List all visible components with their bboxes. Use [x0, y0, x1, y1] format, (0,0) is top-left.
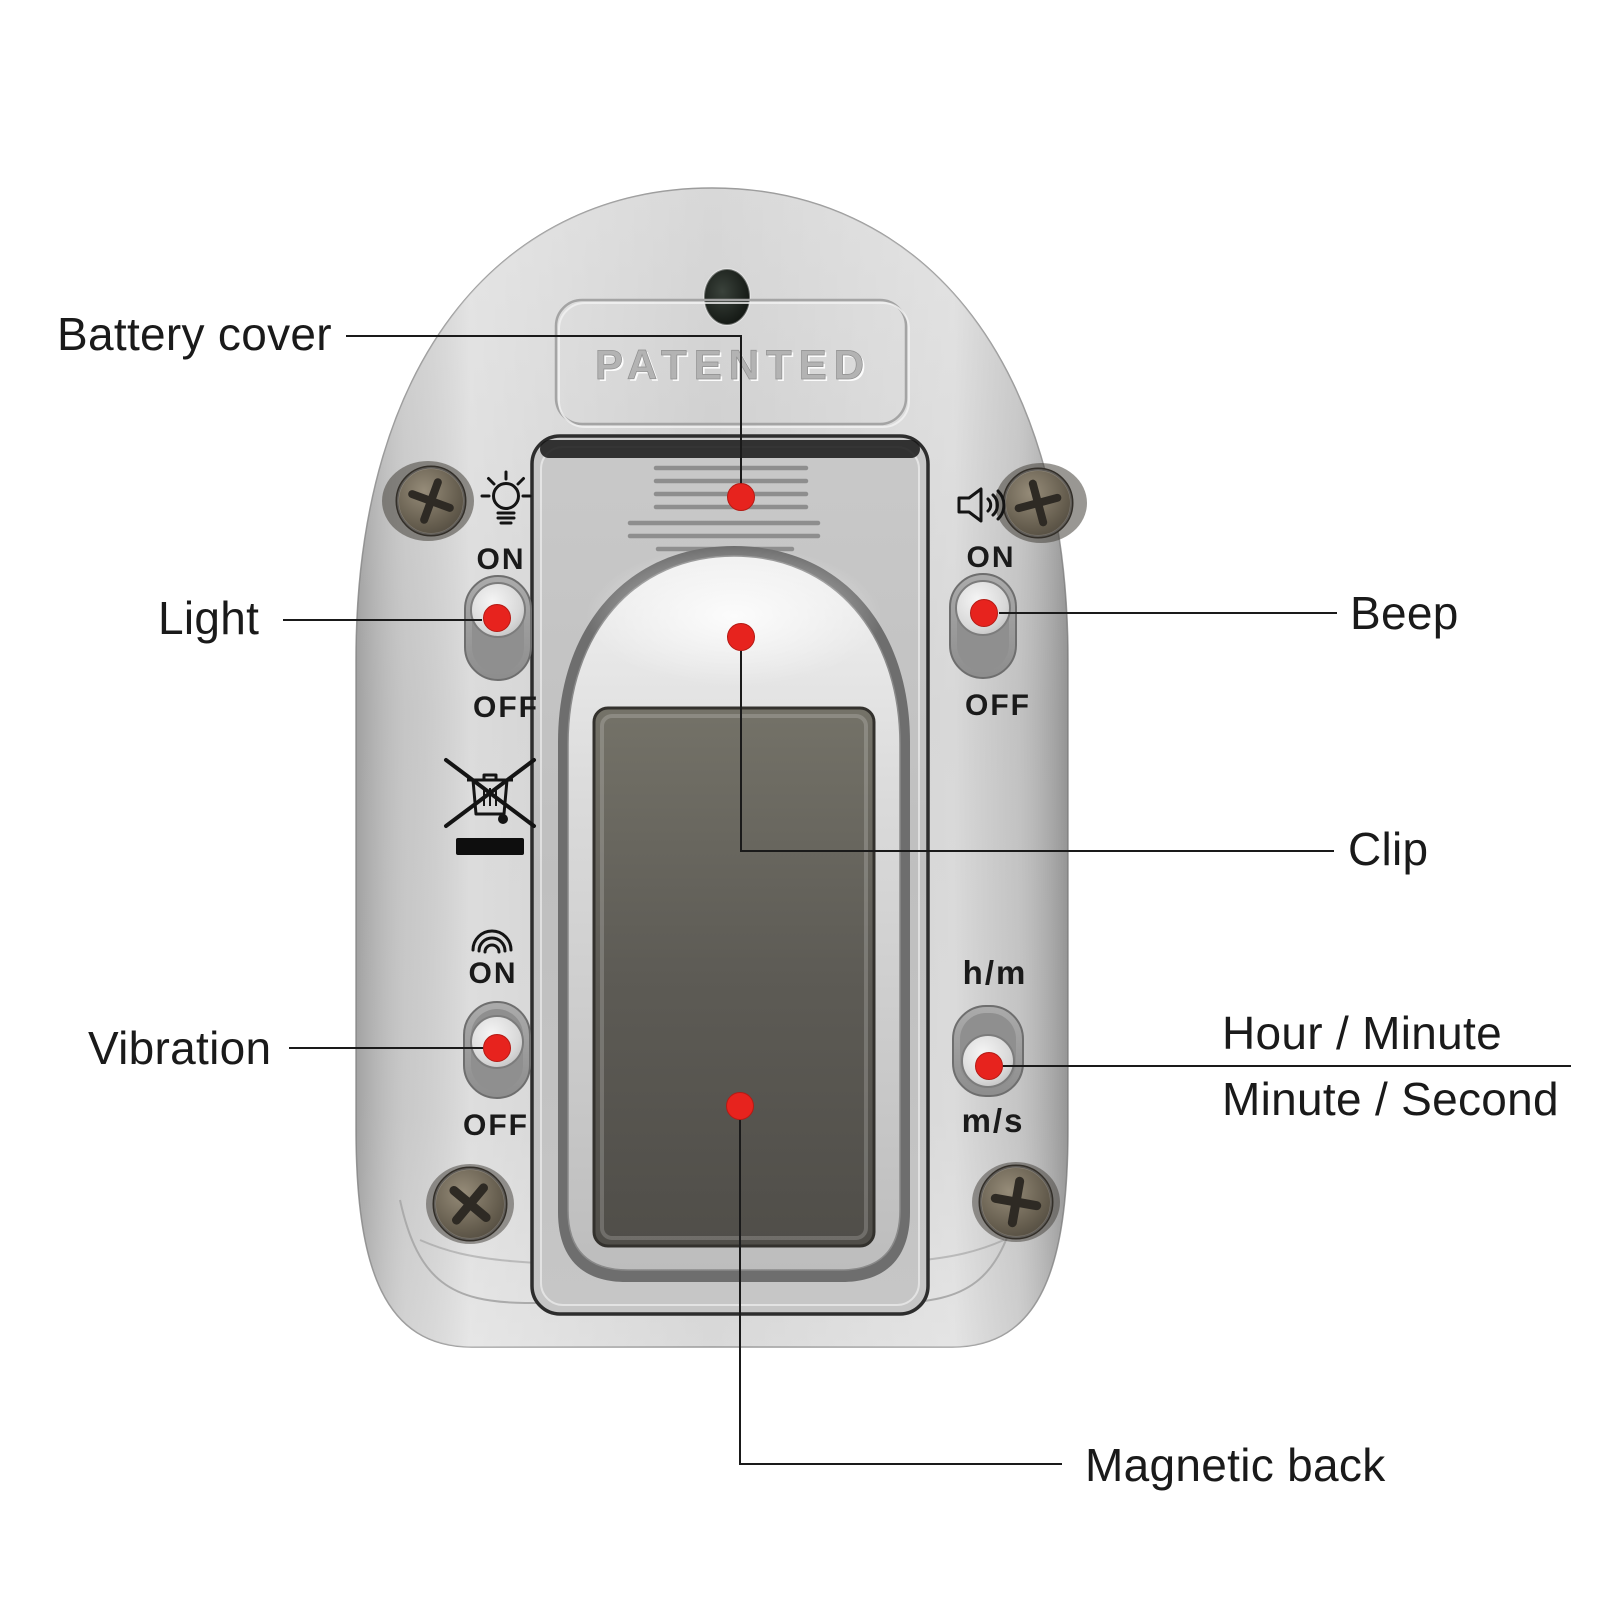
callout-line-clip: [740, 651, 1334, 852]
callout-dots: [483, 483, 1003, 1120]
dot-battery-cover: [727, 483, 755, 511]
vibration-waves-icon: [471, 929, 513, 954]
callout-line-battery-cover: [346, 335, 742, 489]
mode-switch: [952, 1005, 1024, 1097]
weee-crossed-bin-icon: [444, 758, 536, 855]
label-clip: Clip: [1348, 823, 1429, 875]
screw-bottom-left: [426, 1164, 514, 1244]
light-off-label: OFF: [473, 691, 539, 724]
patented-plate: PATENTED PATENTED: [554, 298, 910, 428]
clip: [558, 546, 910, 1282]
panel-top-gap: [540, 440, 920, 458]
dot-mode: [975, 1052, 1003, 1080]
magnet-worn-edge: [600, 714, 868, 1240]
label-magnetic-back: Magnetic back: [1085, 1439, 1386, 1491]
beep-off-label: OFF: [965, 689, 1031, 722]
dot-clip: [727, 623, 755, 651]
label-minute-second: Minute / Second: [1222, 1073, 1559, 1125]
label-vibration: Vibration: [88, 1022, 272, 1074]
speaker-grille: [627, 465, 821, 552]
mode-ms-label: m/s: [962, 1102, 1025, 1139]
weee-bar: [456, 838, 524, 855]
label-beep: Beep: [1350, 587, 1459, 639]
speaker-icon: [957, 487, 1006, 523]
mode-hm-label: h/m: [963, 954, 1028, 991]
dot-magnetic-back: [726, 1092, 754, 1120]
dot-vibration: [483, 1034, 511, 1062]
callout-line-magnetic-back: [739, 1120, 1062, 1465]
patented-text-shadow: PATENTED: [597, 343, 873, 390]
label-hour-minute: Hour / Minute: [1222, 1007, 1503, 1059]
dot-light: [483, 604, 511, 632]
screw-top-right: [995, 463, 1087, 543]
label-battery-cover: Battery cover: [57, 308, 332, 360]
hanging-hole: [703, 268, 751, 326]
screw-bottom-right: [972, 1162, 1060, 1242]
callout-lines: [283, 335, 1571, 1465]
dot-beep: [970, 599, 998, 627]
vibration-on-label: ON: [469, 957, 518, 990]
magnet: [592, 706, 876, 1248]
beep-on-label: ON: [967, 541, 1016, 574]
patented-text: PATENTED: [595, 341, 871, 388]
clip-highlight: [586, 546, 882, 686]
light-on-label: ON: [477, 543, 526, 576]
screw-top-left: [382, 461, 474, 541]
light-bulb-icon: [480, 470, 532, 525]
label-light: Light: [158, 592, 260, 644]
vibration-off-label: OFF: [463, 1109, 529, 1142]
